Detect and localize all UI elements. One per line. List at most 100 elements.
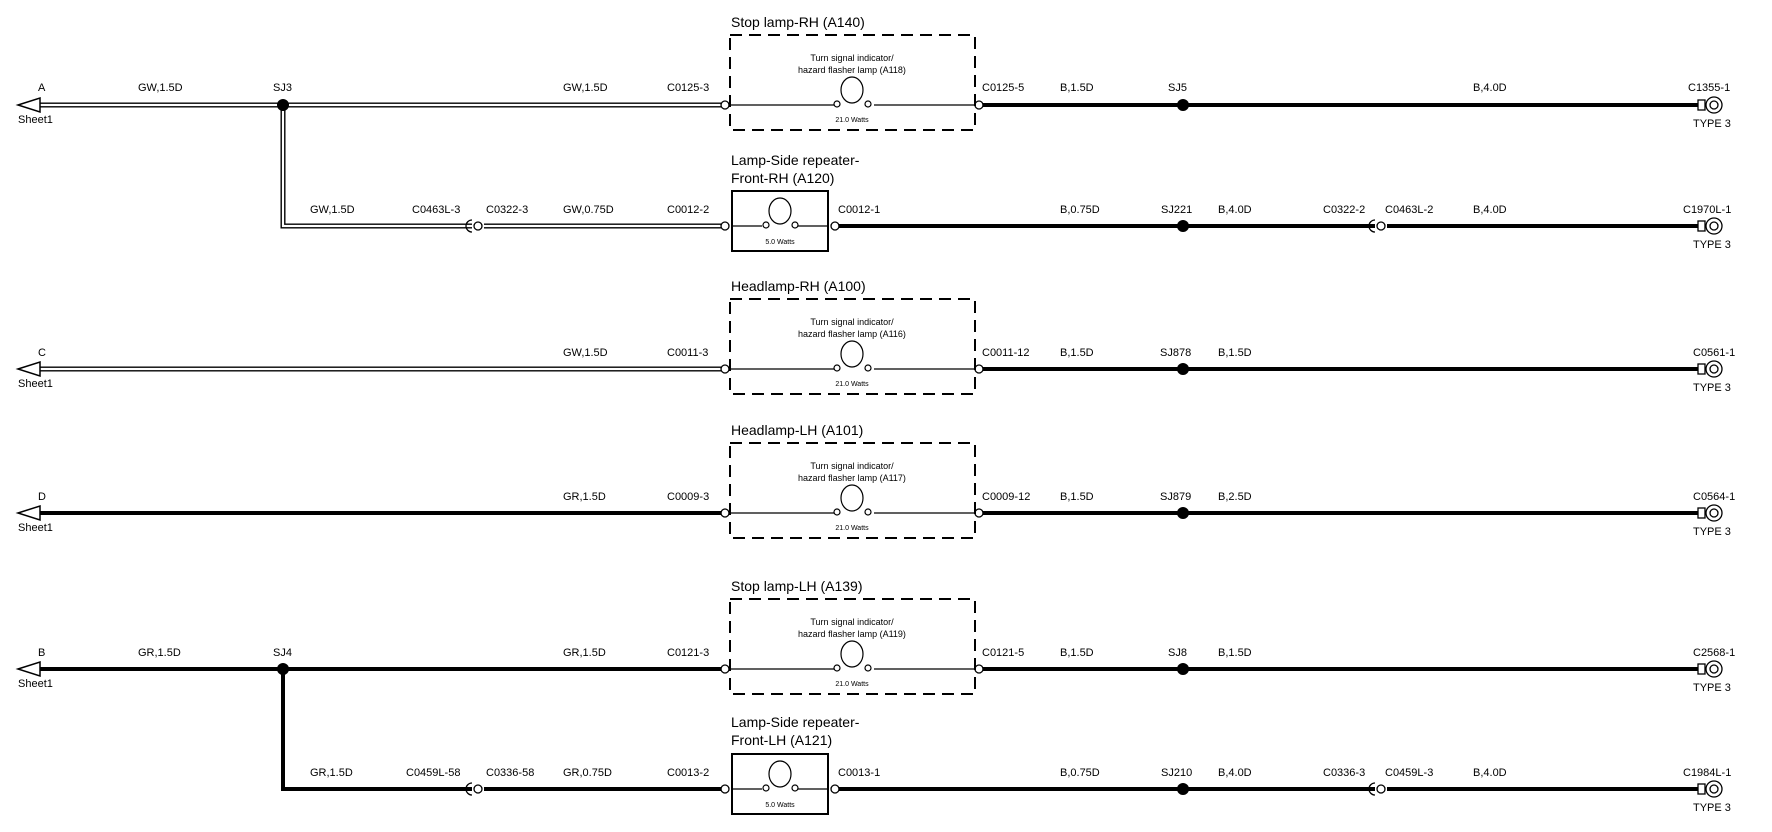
inner-desc-a118-2: hazard flasher lamp (A118) xyxy=(798,65,906,75)
splice-dot-sj3 xyxy=(277,99,289,111)
connector-label: C0564-1 xyxy=(1693,491,1735,503)
connector-label: C0009-12 xyxy=(982,491,1030,503)
offpage-sheet-d[interactable]: Sheet1 xyxy=(18,522,53,534)
splice-label-sj4: SJ4 xyxy=(273,647,292,659)
ground-terminal-icon[interactable] xyxy=(1697,96,1723,114)
pin-c0125-5[interactable] xyxy=(974,100,984,110)
offpage-sheet-b[interactable]: Sheet1 xyxy=(18,678,53,690)
ground-terminal-icon[interactable] xyxy=(1697,504,1723,522)
ground-terminal-icon[interactable] xyxy=(1697,780,1723,798)
lamp-bulb-icon xyxy=(729,484,975,516)
inner-desc-a119-2: hazard flasher lamp (A119) xyxy=(798,629,906,639)
offpage-arrow-d[interactable] xyxy=(15,504,41,522)
component-title-a100: Headlamp-RH (A100) xyxy=(731,278,866,294)
component-title-a140: Stop lamp-RH (A140) xyxy=(731,14,865,30)
type-label: TYPE 3 xyxy=(1693,382,1731,394)
wattage-a140: 21.0 Watts xyxy=(835,117,869,124)
inner-desc-a117-1: Turn signal indicator/ xyxy=(810,461,894,471)
connector-label: C0336-3 xyxy=(1323,767,1365,779)
pin-c0463l-3-c0322-3[interactable] xyxy=(465,219,483,233)
inner-desc-a119-1: Turn signal indicator/ xyxy=(810,617,894,627)
connector-label: C0322-2 xyxy=(1323,204,1365,216)
wire-label: B,4.0D xyxy=(1218,204,1252,216)
type-label: TYPE 3 xyxy=(1693,802,1731,814)
offpage-sheet-a[interactable]: Sheet1 xyxy=(18,114,53,126)
pin-c0322-2-c0463l-2[interactable] xyxy=(1368,219,1386,233)
lamp-bulb-icon xyxy=(729,640,975,672)
pin-c0009-12[interactable] xyxy=(974,508,984,518)
splice-label-sj3: SJ3 xyxy=(273,82,292,94)
wire-label: B,0.75D xyxy=(1060,204,1100,216)
component-title-a120-line2: Front-RH (A120) xyxy=(731,170,834,186)
component-box-a100[interactable] xyxy=(729,298,976,395)
wattage-a139: 21.0 Watts xyxy=(835,681,869,688)
offpage-letter-d: D xyxy=(38,491,46,503)
connector-label: C0009-3 xyxy=(667,491,709,503)
offpage-arrow-c[interactable] xyxy=(15,360,41,378)
connector-label: C1984L-1 xyxy=(1683,767,1731,779)
pin-c0121-3[interactable] xyxy=(720,664,730,674)
pin-c0009-3[interactable] xyxy=(720,508,730,518)
wire-label: GR,0.75D xyxy=(563,767,612,779)
wattage-a100: 21.0 Watts xyxy=(835,381,869,388)
lamp-bulb-icon xyxy=(729,76,975,108)
offpage-arrow-a[interactable] xyxy=(15,96,41,114)
type-label: TYPE 3 xyxy=(1693,239,1731,251)
wire-label: B,4.0D xyxy=(1473,767,1507,779)
offpage-arrow-b[interactable] xyxy=(15,660,41,678)
pin-c0012-2[interactable] xyxy=(720,221,730,231)
inner-desc-a118-1: Turn signal indicator/ xyxy=(810,53,894,63)
ground-terminal-icon[interactable] xyxy=(1697,360,1723,378)
connector-label: C0125-5 xyxy=(982,82,1024,94)
pin-c0011-3[interactable] xyxy=(720,364,730,374)
wire-label: B,4.0D xyxy=(1473,204,1507,216)
component-title-a139: Stop lamp-LH (A139) xyxy=(731,578,863,594)
splice-label-sj210: SJ210 xyxy=(1161,767,1192,779)
pin-c0012-1[interactable] xyxy=(830,221,840,231)
component-title-a121-line2: Front-LH (A121) xyxy=(731,732,832,748)
wire-label: GW,1.5D xyxy=(563,82,608,94)
wire-label: B,0.75D xyxy=(1060,767,1100,779)
offpage-letter-a: A xyxy=(38,82,46,94)
connector-label: C0463L-2 xyxy=(1385,204,1433,216)
connector-label: C0012-2 xyxy=(667,204,709,216)
connector-label: C0463L-3 xyxy=(412,204,460,216)
connector-label: C0013-1 xyxy=(838,767,880,779)
pin-c0336-3-c0459l-3[interactable] xyxy=(1368,782,1386,796)
splice-dot-sj210 xyxy=(1177,783,1189,795)
connector-label: C0121-5 xyxy=(982,647,1024,659)
connector-label: C0121-3 xyxy=(667,647,709,659)
wire-label: GR,1.5D xyxy=(563,491,606,503)
connector-label: C0322-3 xyxy=(486,204,528,216)
component-box-a140[interactable] xyxy=(729,34,976,131)
connector-label: C1970L-1 xyxy=(1683,204,1731,216)
type-label: TYPE 3 xyxy=(1693,682,1731,694)
offpage-sheet-c[interactable]: Sheet1 xyxy=(18,378,53,390)
pin-c0125-3[interactable] xyxy=(720,100,730,110)
ground-terminal-icon[interactable] xyxy=(1697,217,1723,235)
wire-label: B,2.5D xyxy=(1218,491,1252,503)
splice-dot-sj879 xyxy=(1177,507,1189,519)
connector-label: C2568-1 xyxy=(1693,647,1735,659)
pin-c0121-5[interactable] xyxy=(974,664,984,674)
pin-c0013-1[interactable] xyxy=(830,784,840,794)
pin-c0459l-58-c0336-58[interactable] xyxy=(465,782,483,796)
component-box-a139[interactable] xyxy=(729,598,976,695)
splice-dot-sj5 xyxy=(1177,99,1189,111)
connector-label: C0459L-3 xyxy=(1385,767,1433,779)
pin-c0011-12[interactable] xyxy=(974,364,984,374)
splice-dot-sj4 xyxy=(277,663,289,675)
component-title-a121-line1: Lamp-Side repeater- xyxy=(731,714,860,730)
lamp-bulb-icon xyxy=(732,197,828,229)
connector-label: C0125-3 xyxy=(667,82,709,94)
ground-terminal-icon[interactable] xyxy=(1697,660,1723,678)
pin-c0013-2[interactable] xyxy=(720,784,730,794)
wire-sj3-branch xyxy=(280,105,472,229)
component-box-a101[interactable] xyxy=(729,442,976,539)
wattage-a101: 21.0 Watts xyxy=(835,525,869,532)
inner-desc-a116-1: Turn signal indicator/ xyxy=(810,317,894,327)
offpage-letter-b: B xyxy=(38,647,45,659)
wire-label: GW,1.5D xyxy=(563,347,608,359)
component-box-a121[interactable] xyxy=(731,753,829,815)
component-box-a120[interactable] xyxy=(731,190,829,252)
